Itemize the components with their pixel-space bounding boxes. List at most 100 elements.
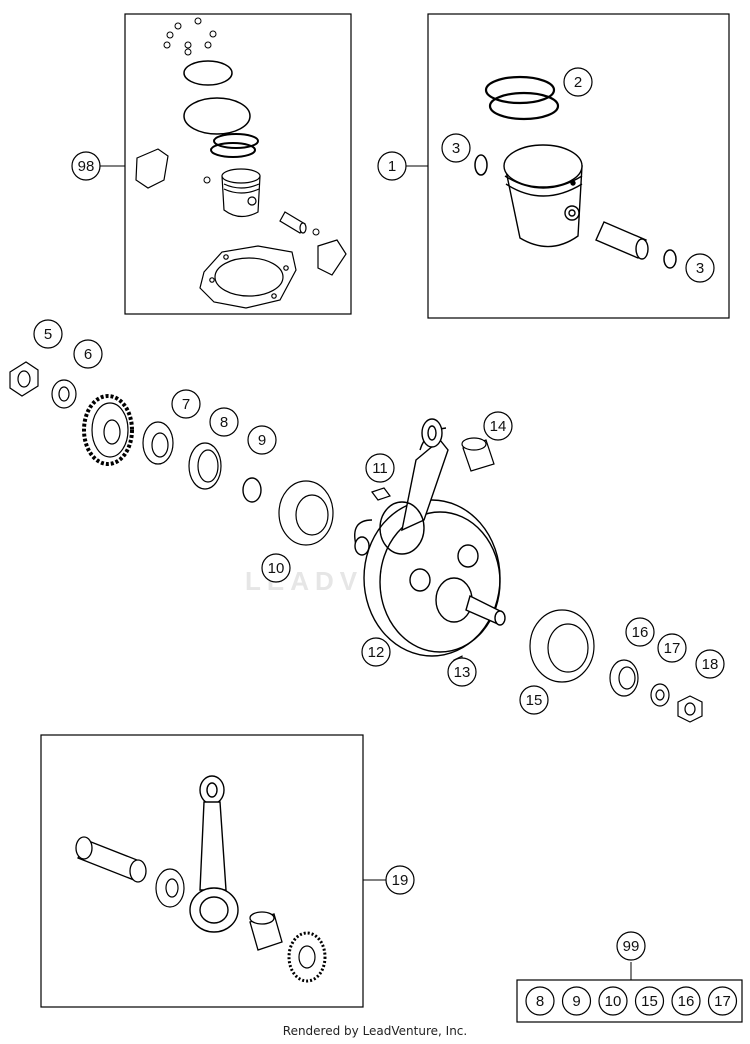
kit-99-item-circle: [561, 986, 592, 1016]
nut-5: [9, 361, 39, 397]
kit-99-item: 17: [707, 986, 738, 1016]
callout-c2: 2: [563, 67, 593, 97]
circlip-left: [474, 154, 488, 176]
callout-circle: [657, 633, 687, 663]
kit-99-items: 8 9 10 15 16 17: [525, 986, 738, 1016]
callout-c18: 18: [695, 649, 725, 679]
bearing-15: [529, 609, 595, 683]
kit-99-item-label: 10: [605, 993, 622, 1010]
kit-99-item-label: 17: [714, 993, 731, 1010]
callout-label: 8: [220, 414, 228, 431]
callout-c11: 11: [365, 453, 395, 483]
callout-circle: [616, 931, 646, 961]
seal-8: [188, 442, 222, 490]
callout-circle: [385, 865, 415, 895]
callout-label: 17: [664, 640, 681, 657]
callout-c16: 16: [625, 617, 655, 647]
conrod-body: [189, 775, 239, 933]
kit-99-item-circle: [634, 986, 665, 1016]
kit-99-item-label: 9: [572, 993, 580, 1010]
gear-sprocket: [82, 394, 134, 466]
callout-label: 3: [452, 140, 460, 157]
callout-label: 5: [44, 326, 52, 343]
callout-label: 18: [702, 656, 719, 673]
callout-circle: [695, 649, 725, 679]
piston-box: [406, 13, 730, 319]
callout-circle: [361, 637, 391, 667]
kit-98-bolts: [163, 17, 217, 56]
callout-circle: [171, 389, 201, 419]
callout-circle: [483, 411, 513, 441]
kit-99-item-circle: [707, 986, 738, 1016]
head-oring-large: [183, 97, 251, 135]
callout-label: 9: [258, 432, 266, 449]
callout-label: 13: [454, 664, 471, 681]
callout-circle: [33, 319, 63, 349]
washer-17: [650, 683, 670, 707]
kit-98-piston: [221, 168, 261, 218]
callout-label: 98: [78, 158, 95, 175]
callout-c12: 12: [361, 637, 391, 667]
kit-98-base-gasket: [199, 245, 297, 309]
callout-circle: [209, 407, 239, 437]
callout-c5: 5: [33, 319, 63, 349]
callout-label: 99: [623, 938, 640, 955]
callout-c9: 9: [247, 425, 277, 455]
callout-label: 14: [490, 418, 507, 435]
callout-c15: 15: [519, 685, 549, 715]
callout-label: 16: [632, 624, 649, 641]
kit-ring-2: [210, 142, 256, 158]
callout-label: 11: [372, 460, 388, 477]
ring-9: [242, 477, 262, 503]
kit-ring-1: [213, 133, 259, 149]
callout-label: 10: [268, 560, 285, 577]
callout-circle: [519, 685, 549, 715]
kit-99-item: 9: [561, 986, 592, 1016]
callout-c13: 13: [447, 657, 477, 687]
callout-label: 15: [526, 692, 543, 709]
circlip-right: [663, 249, 677, 269]
kit-99-item-circle: [598, 986, 628, 1016]
callout-circle: [73, 339, 103, 369]
callout-label: 19: [392, 872, 409, 889]
callout-label: 2: [574, 74, 582, 91]
callout-c17: 17: [657, 633, 687, 663]
callout-c3b: 3: [685, 253, 715, 283]
kit-99-item-circle: [671, 986, 701, 1016]
kit-99-item: 10: [598, 986, 628, 1016]
callout-circle: [261, 553, 291, 583]
kit-98-cover-gasket-left: [135, 148, 169, 189]
conrod-bearing: [249, 911, 283, 951]
callout-circle: [625, 617, 655, 647]
piston-ring-1: [484, 75, 556, 105]
kit-99-item-label: 15: [641, 993, 658, 1010]
callout-circle: [247, 425, 277, 455]
nut-18: [677, 695, 703, 723]
kit-99-item-label: 8: [536, 993, 544, 1010]
credit-line: Rendered by LeadVenture, Inc.: [282, 1024, 468, 1038]
callout-circle: [365, 453, 395, 483]
callout-circle: [447, 657, 477, 687]
seal-16: [609, 659, 639, 697]
callout-label: 1: [388, 158, 396, 175]
callout-circle: [563, 67, 593, 97]
callout-c6: 6: [73, 339, 103, 369]
conrod-pin: [75, 836, 147, 883]
piston-ring-2: [488, 91, 560, 121]
callout-c10: 10: [261, 553, 291, 583]
piston-pin: [595, 221, 649, 260]
callout-c1: 1: [377, 151, 407, 181]
washer-6: [51, 379, 77, 409]
conrod-box: [40, 734, 386, 1008]
callout-circle: [441, 133, 471, 163]
callout-circle: [685, 253, 715, 283]
kit-99-item-circle: [525, 986, 555, 1016]
kit-99-item: 15: [634, 986, 665, 1016]
kit-99-item-label: 16: [678, 993, 695, 1010]
callout-circle: [377, 151, 407, 181]
callout-label: 12: [368, 644, 385, 661]
kit-99-box: [516, 979, 743, 1023]
key-11: [371, 487, 391, 501]
